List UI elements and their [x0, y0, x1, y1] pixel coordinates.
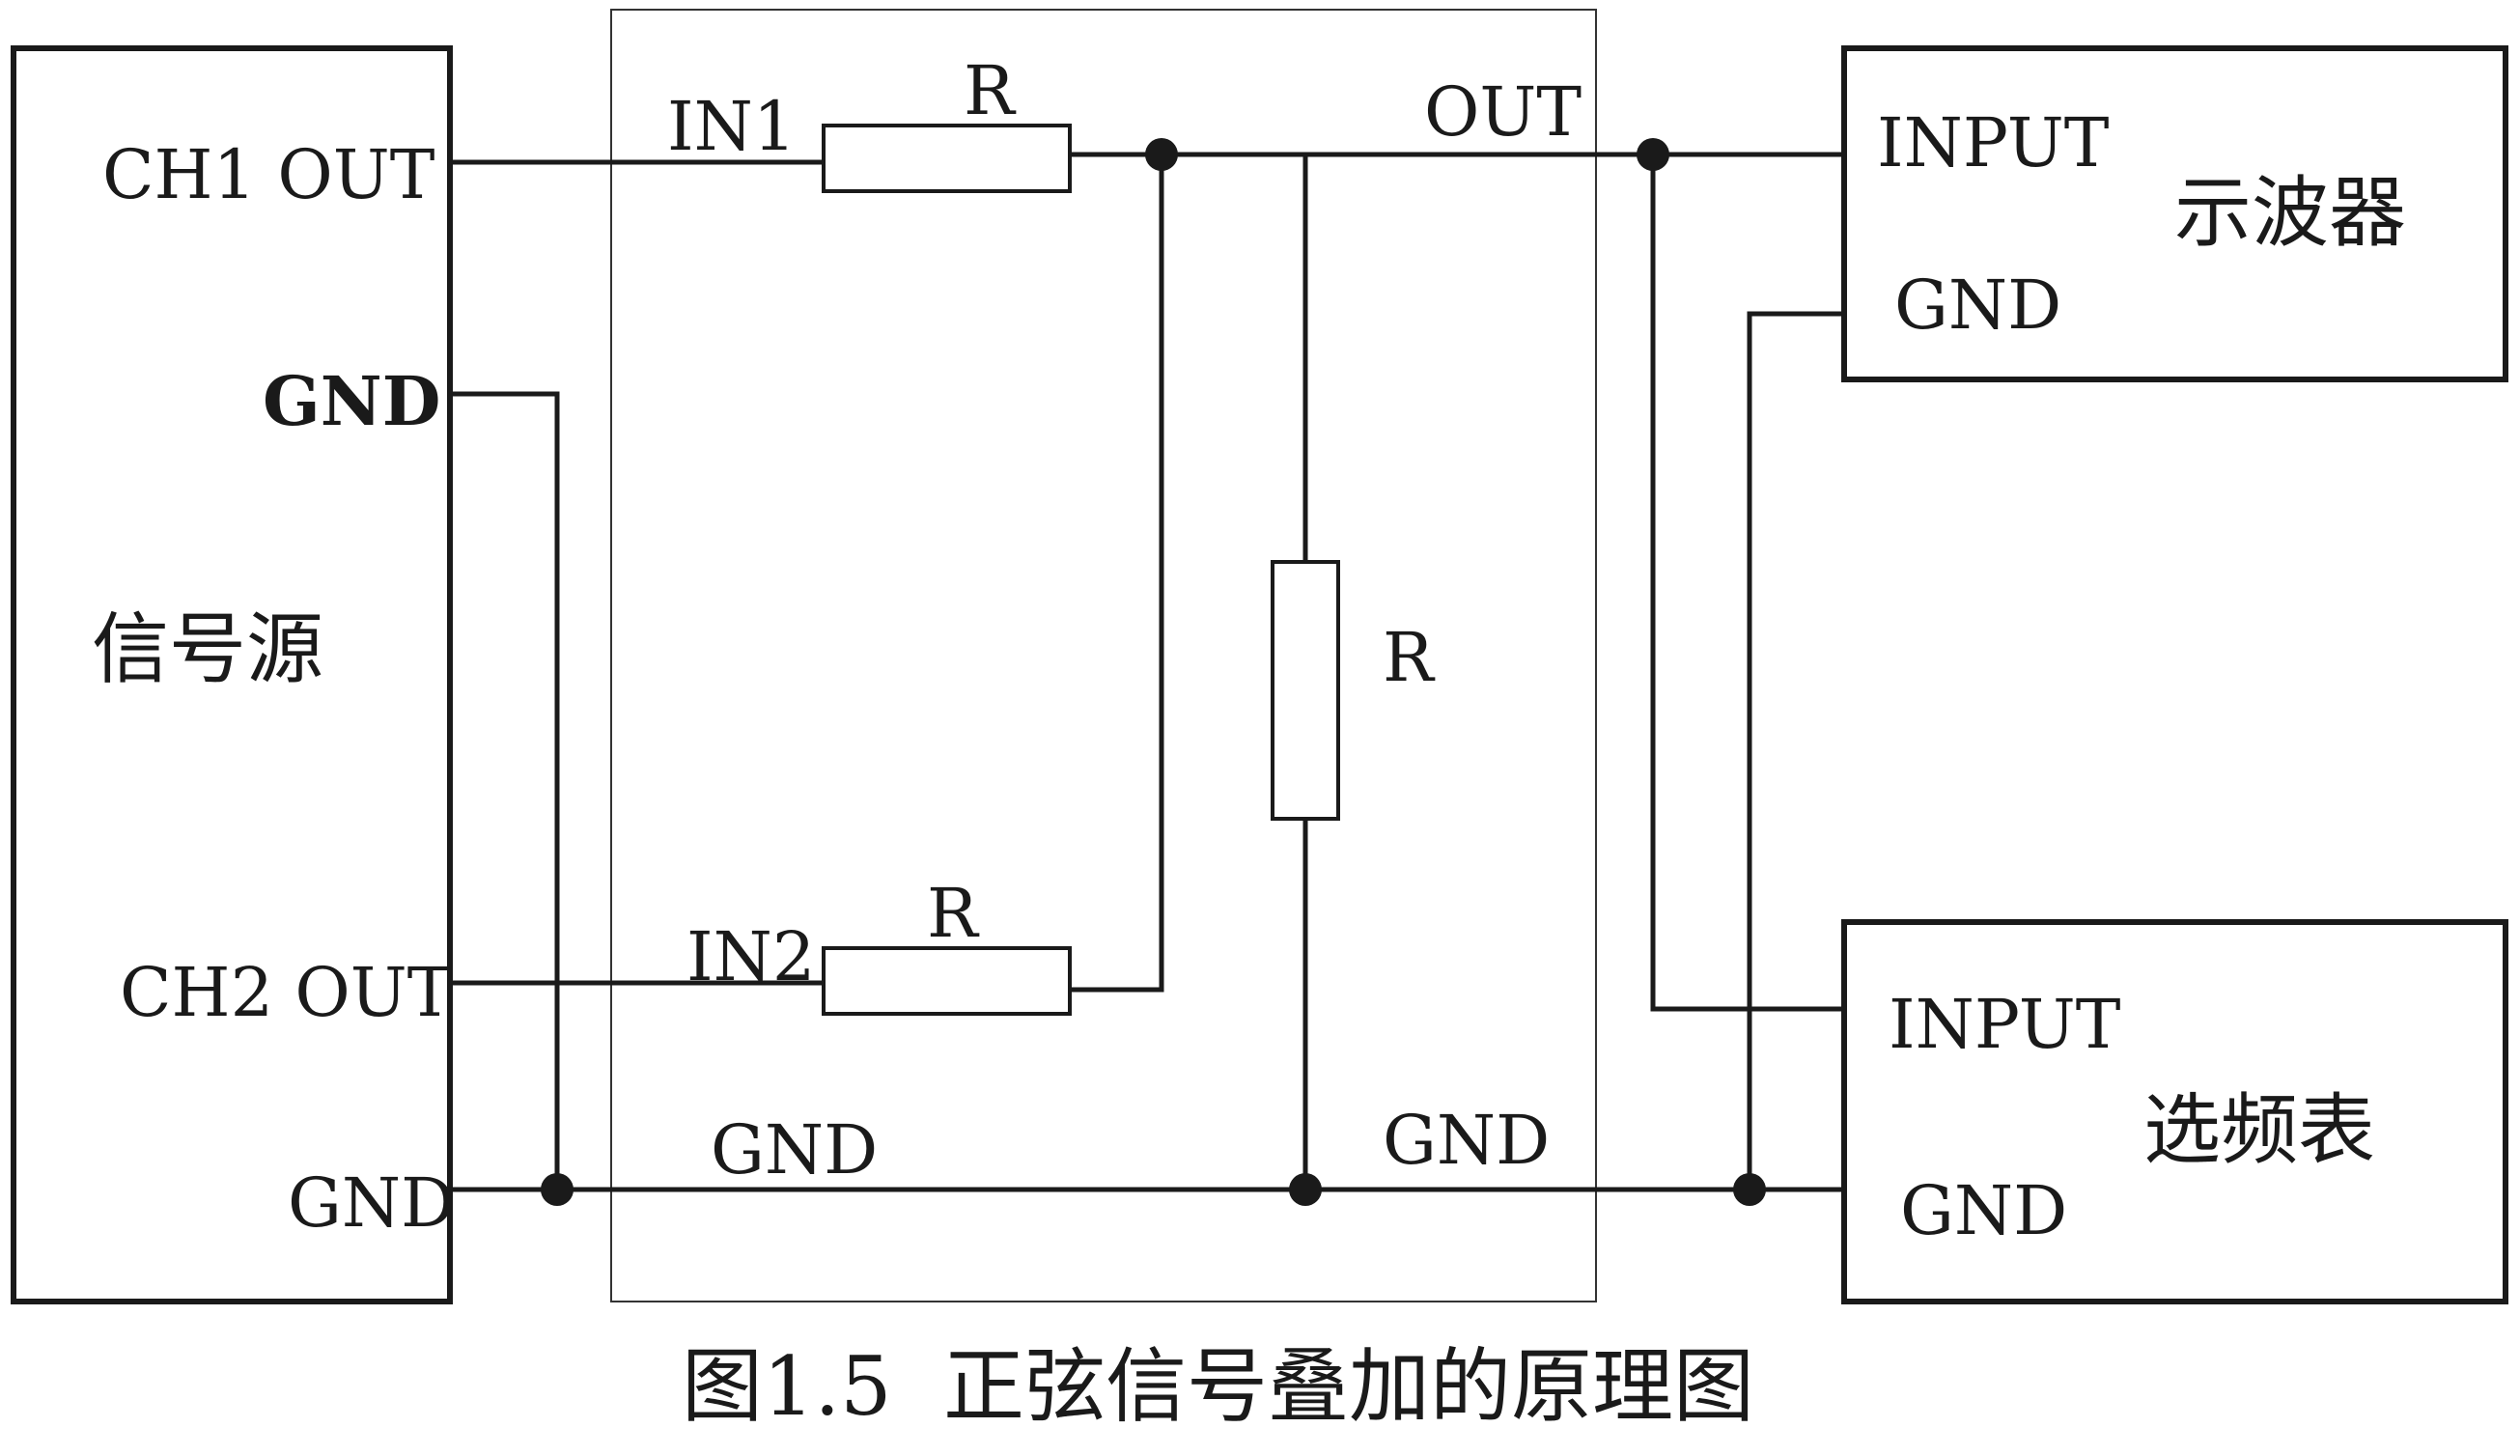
- resistor-shunt: [1271, 560, 1340, 821]
- signal-source-block: [11, 45, 453, 1304]
- label-source-gnd-bottom: GND: [288, 1163, 455, 1243]
- oscilloscope-block: [1841, 45, 2508, 382]
- label-resistor-shunt: R: [1383, 618, 1436, 697]
- junction-gnd-shunt: [1289, 1173, 1322, 1206]
- label-ch1-out: CH1 OUT: [102, 135, 434, 214]
- label-resistor-in2: R: [927, 874, 980, 953]
- label-source-gnd-top: GND: [263, 361, 440, 441]
- label-out: OUT: [1424, 72, 1582, 152]
- junction-sum-node: [1145, 138, 1178, 171]
- label-in2: IN2: [686, 917, 815, 996]
- signal-source-title: 信号源: [92, 604, 323, 694]
- junction-out-node: [1637, 138, 1669, 171]
- label-gnd-left: GND: [711, 1110, 878, 1190]
- figure-caption: 图1.5 正弦信号叠加的原理图: [682, 1339, 1754, 1434]
- oscilloscope-title: 示波器: [2174, 168, 2406, 258]
- label-in1: IN1: [667, 87, 796, 166]
- label-gnd-right: GND: [1383, 1101, 1550, 1180]
- label-freqmeter-gnd: GND: [1900, 1171, 2067, 1250]
- adder-circuit-frame: [610, 9, 1597, 1302]
- frequency-meter-title: 选频表: [2143, 1085, 2375, 1175]
- resistor-in2: [822, 946, 1072, 1016]
- junction-gnd-source: [541, 1173, 574, 1206]
- label-resistor-in1: R: [964, 51, 1017, 130]
- junction-gnd-scope: [1733, 1173, 1766, 1206]
- label-scope-gnd: GND: [1894, 266, 2061, 345]
- frequency-meter-block: [1841, 919, 2508, 1304]
- label-freqmeter-input: INPUT: [1889, 985, 2120, 1064]
- label-ch2-out: CH2 OUT: [120, 953, 452, 1032]
- label-scope-input: INPUT: [1877, 103, 2109, 182]
- resistor-in1: [822, 124, 1072, 193]
